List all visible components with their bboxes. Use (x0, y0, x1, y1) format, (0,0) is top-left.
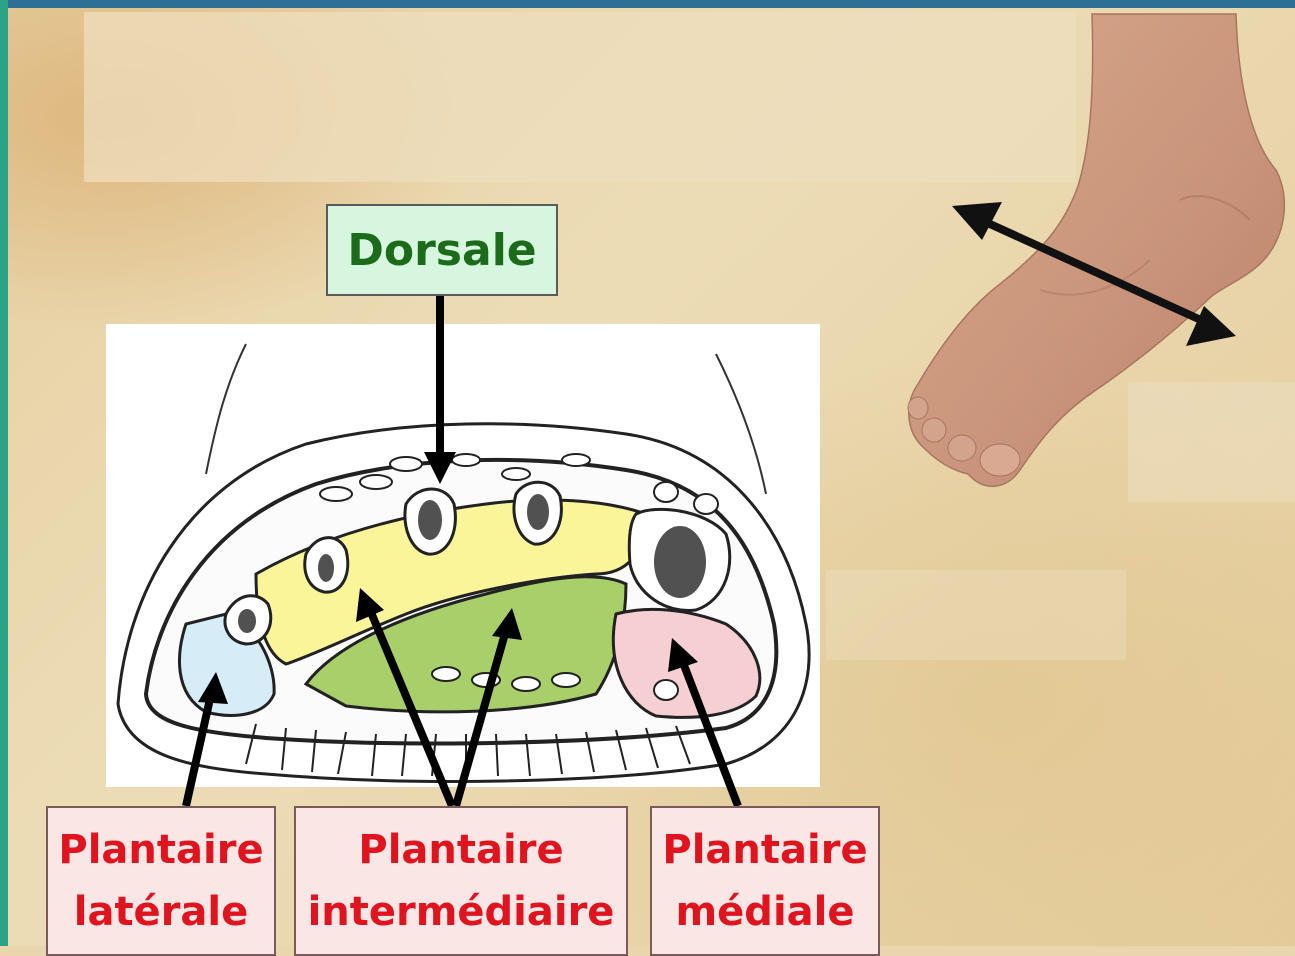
label-plantaire-mediale-text: Plantaire médiale (662, 819, 867, 943)
label-plantaire-mediale: Plantaire médiale (650, 806, 880, 956)
label-plantaire-intermediaire-text: Plantaire intermédiaire (308, 819, 615, 943)
label-dorsale: Dorsale (326, 204, 558, 296)
label-plantaire-laterale: Plantaire latérale (46, 806, 276, 956)
label-dorsale-text: Dorsale (347, 225, 536, 276)
label-plantaire-intermediaire: Plantaire intermédiaire (294, 806, 628, 956)
label-plantaire-laterale-text: Plantaire latérale (58, 819, 263, 943)
